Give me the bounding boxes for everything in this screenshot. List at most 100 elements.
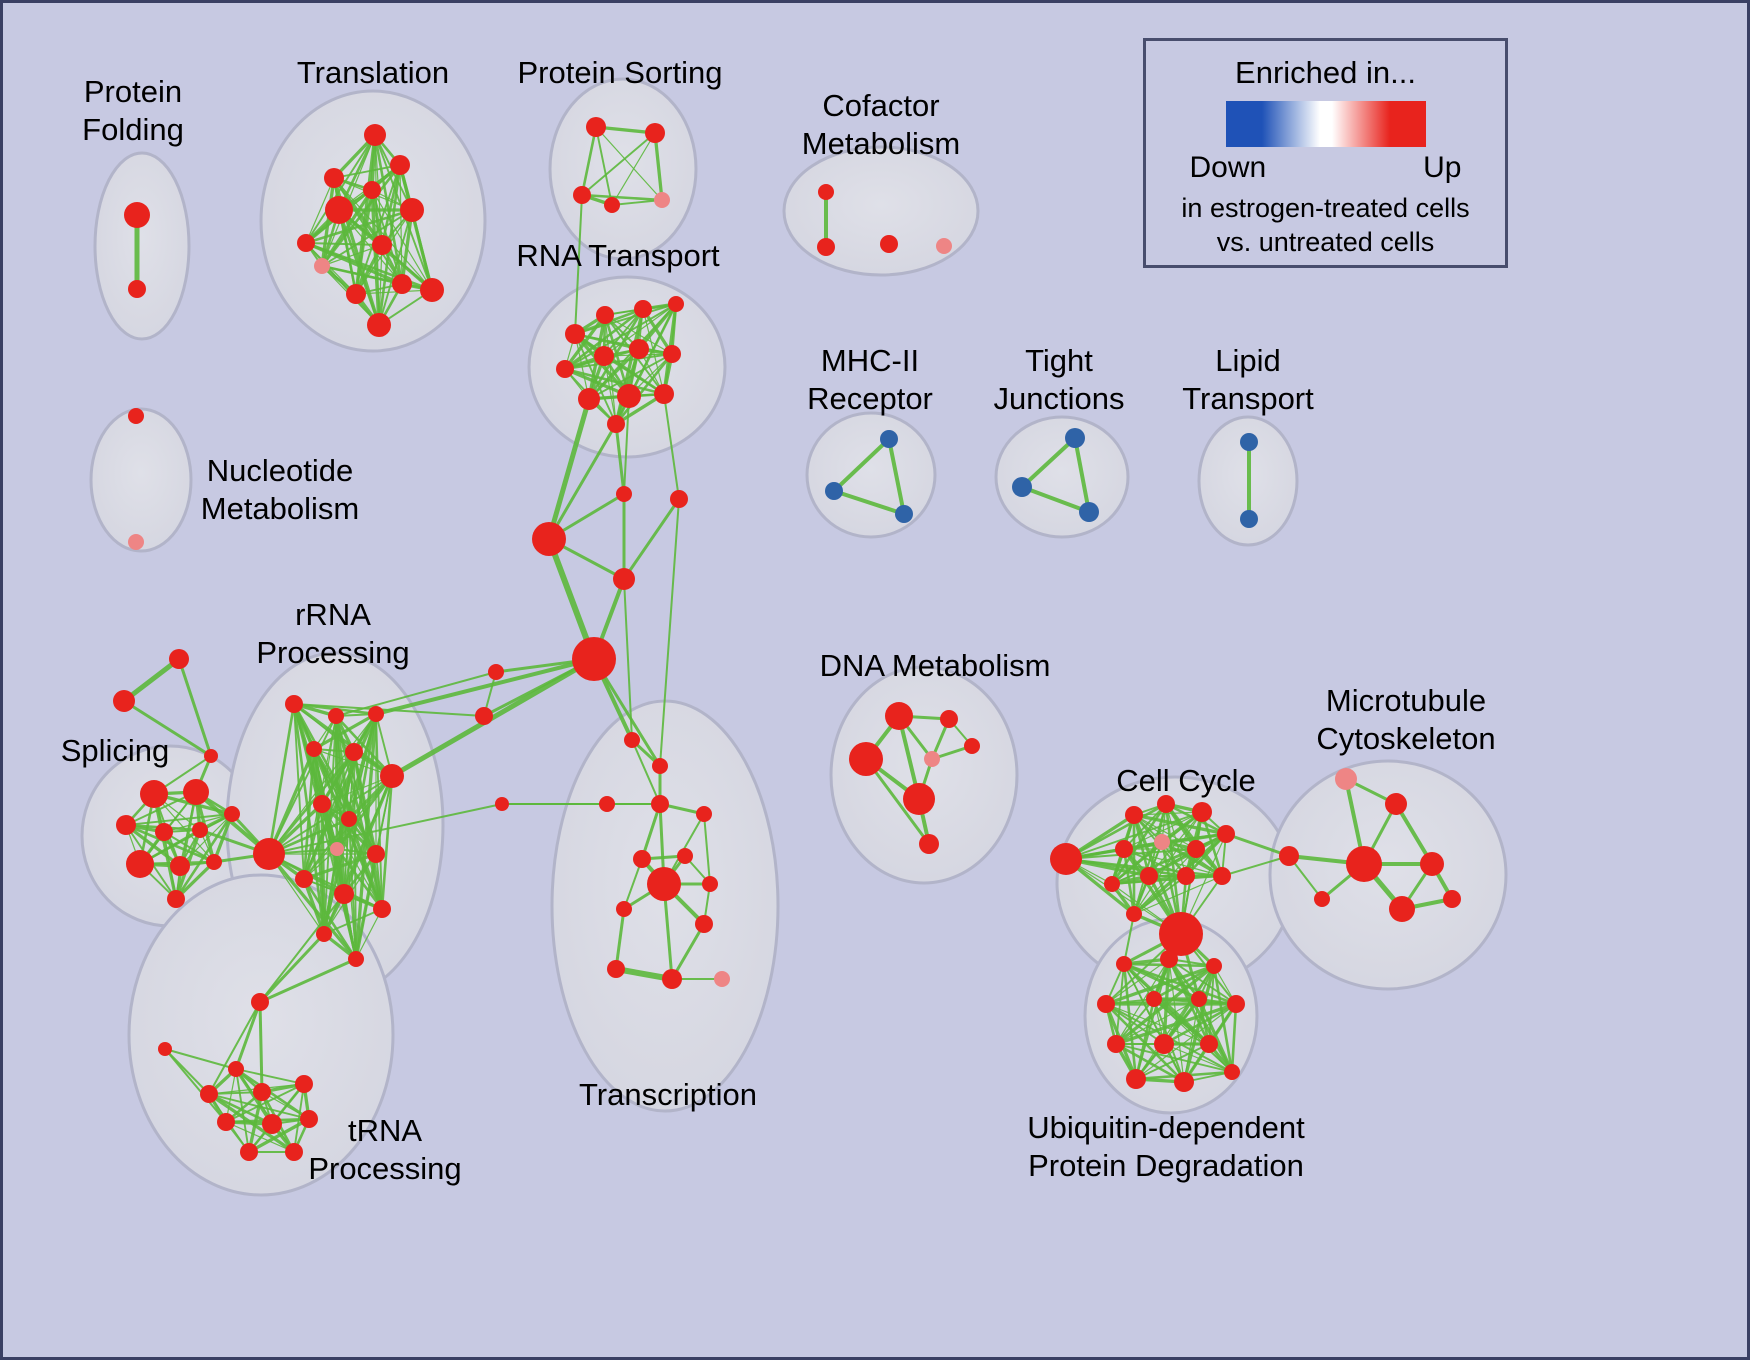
legend-caption-line2: vs. untreated cells (1216, 227, 1435, 257)
node-ps2 (645, 123, 665, 143)
network-edge (355, 289, 433, 295)
node-cc7 (1154, 834, 1170, 850)
node-cc8 (1187, 840, 1205, 858)
node-s0a (169, 649, 189, 669)
node-cc5 (1217, 825, 1235, 843)
cluster-ellipse-protein-sorting (548, 77, 698, 261)
legend-caption-line1: in estrogen-treated cells (1181, 193, 1470, 223)
node-r6 (594, 346, 614, 366)
node-cc14 (1126, 906, 1142, 922)
cluster-ellipse-dna-metabolism (829, 665, 1019, 885)
network-edge (355, 908, 383, 960)
network-edge (604, 314, 617, 425)
network-edge (1133, 814, 1197, 850)
network-edge (305, 177, 335, 244)
network-edge (640, 802, 662, 861)
node-tj2 (1012, 477, 1032, 497)
node-tr1 (624, 732, 640, 748)
node-s0c (204, 749, 218, 763)
network-edge (1123, 811, 1203, 850)
cluster-ellipse-protein-folding (93, 151, 191, 341)
node-r9 (578, 388, 600, 410)
cluster-label-nucleotide-metabolism-line1: Nucleotide (207, 453, 353, 488)
node-c5 (572, 637, 616, 681)
cluster-label-splicing-line1: Splicing (61, 733, 170, 768)
node-tp1 (251, 993, 269, 1011)
cluster-label-cell-cycle-line1: Cell Cycle (1116, 763, 1256, 798)
cluster-label-ubiquitin-dependent-protein-degradation-line1: Ubiquitin-dependent (1027, 1110, 1305, 1145)
node-c4 (613, 568, 635, 590)
node-d5 (964, 738, 980, 754)
network-edge (321, 803, 383, 910)
cluster-ellipse-microtubule-cytoskeleton (1268, 759, 1508, 991)
node-cm4 (936, 238, 952, 254)
node-tr14 (714, 971, 730, 987)
node-m5 (1420, 852, 1444, 876)
network-edge (703, 813, 711, 885)
node-lt2 (1240, 510, 1258, 528)
network-edge (258, 957, 358, 1004)
network-edge (374, 657, 596, 716)
network-edge (581, 132, 656, 196)
network-edge (400, 208, 414, 286)
node-rr8 (313, 795, 331, 813)
network-edge (1162, 1002, 1238, 1046)
network-edge (234, 1000, 262, 1071)
node-rr9 (341, 811, 357, 827)
node-pf2 (128, 280, 146, 298)
network-edge (623, 395, 630, 495)
network-edge (1133, 803, 1167, 915)
network-edge (163, 831, 215, 863)
node-rr6 (380, 764, 404, 788)
network-edge (663, 393, 680, 500)
network-edge (622, 497, 681, 581)
node-r3 (634, 300, 652, 318)
network-edge (1110, 802, 1168, 886)
network-edge (354, 188, 374, 296)
network-edge (659, 498, 680, 767)
network-edge (564, 303, 677, 370)
node-t3 (325, 196, 353, 224)
network-edge (122, 699, 213, 758)
cluster-label-rna-transport-line1: RNA Transport (516, 238, 720, 273)
network-edge (258, 1000, 264, 1094)
node-rr5 (345, 743, 363, 761)
network-edge (305, 242, 383, 246)
network-edge (1148, 848, 1197, 877)
node-u1 (1116, 956, 1132, 972)
network-edge (1133, 811, 1203, 915)
network-edge (1105, 1003, 1165, 1045)
network-edge (1135, 965, 1215, 1080)
network-edge (235, 1068, 305, 1085)
network-edge (547, 422, 618, 541)
cluster-label-transcription-line1: Transcription (579, 1077, 757, 1112)
network-edge (611, 132, 656, 206)
legend-down-label: Down (1189, 151, 1267, 184)
node-tp9 (300, 1110, 318, 1128)
cluster-label-rrna-processing-line2: Processing (256, 635, 409, 670)
node-d1 (885, 702, 913, 730)
network-edge (1123, 803, 1167, 850)
node-sp5 (192, 822, 208, 838)
network-edge (1110, 840, 1164, 886)
network-edge (267, 750, 356, 856)
network-edge (574, 303, 677, 335)
node-tp6 (295, 1075, 313, 1093)
network-edge (580, 125, 598, 197)
node-tp3 (228, 1061, 244, 1077)
network-edge (1133, 875, 1187, 915)
network-edge (1020, 485, 1091, 514)
node-tp8 (262, 1114, 282, 1134)
node-tr5 (696, 806, 712, 822)
cluster-ellipse-rna-transport (527, 275, 727, 459)
network-edge (1123, 913, 1135, 965)
network-edge (259, 893, 345, 1003)
network-edge (312, 712, 378, 751)
cluster-label-tight-junctions-line1: Tight (1025, 343, 1093, 378)
network-edge (1168, 958, 1237, 1005)
network-edge (1020, 436, 1077, 489)
node-rr12 (295, 870, 313, 888)
node-sp7 (126, 850, 154, 878)
